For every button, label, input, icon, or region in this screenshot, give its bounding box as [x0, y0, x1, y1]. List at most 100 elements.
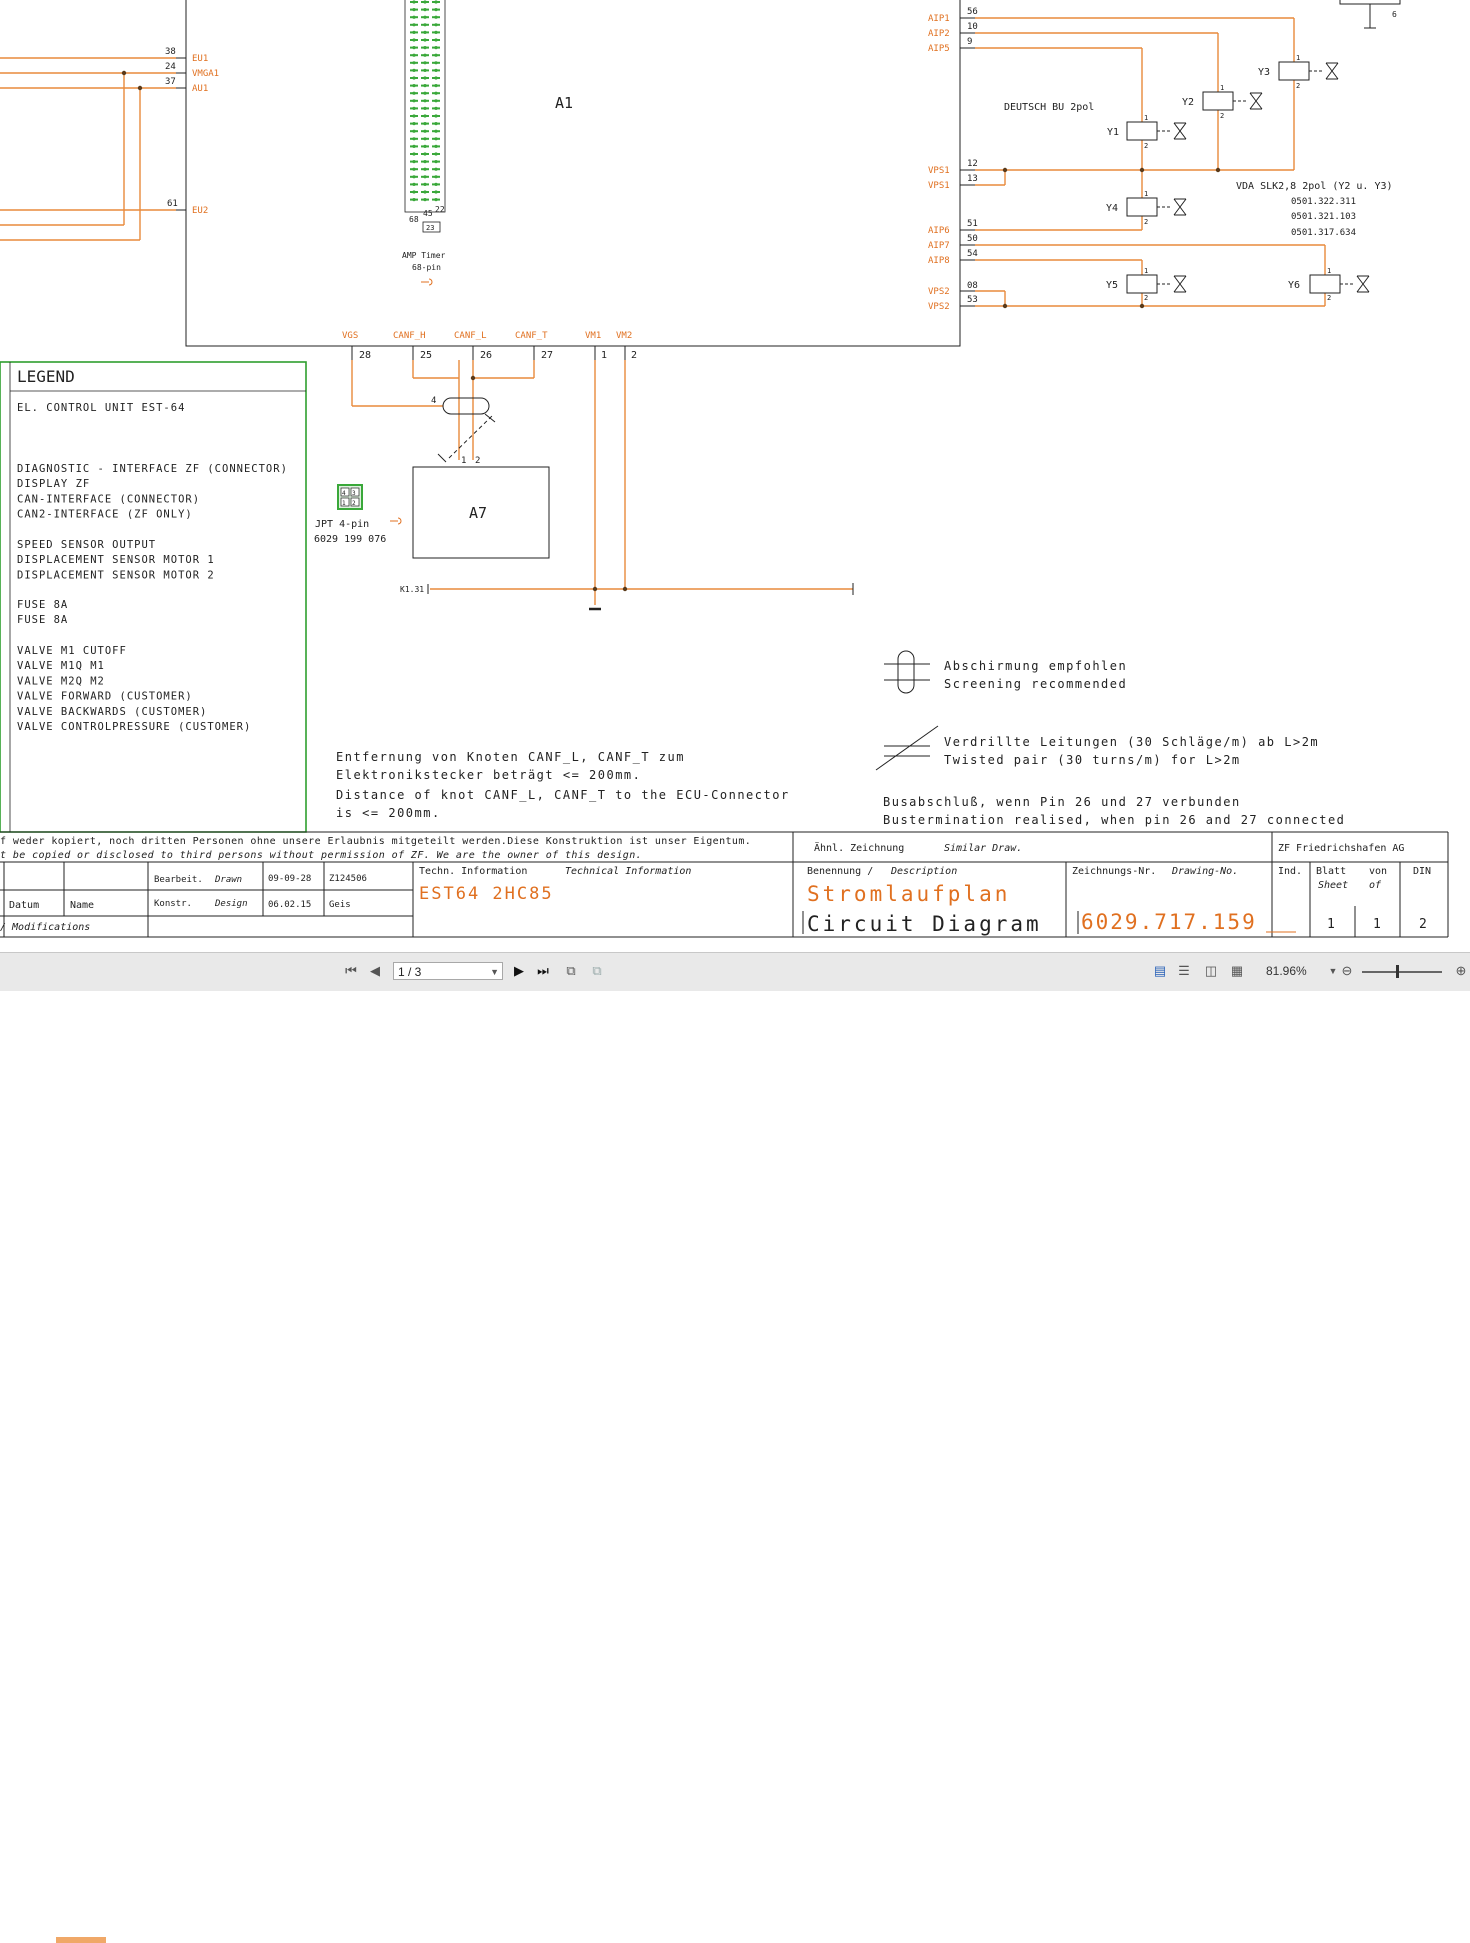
legend-item: DISPLACEMENT SENSOR MOTOR 2 — [17, 569, 215, 581]
connector-pin-dot — [434, 137, 438, 141]
valve-pin: 2 — [1144, 142, 1148, 150]
a7-pin-1: 1 — [461, 456, 466, 466]
pin-num-24: 24 — [165, 62, 176, 72]
note-distance-de-2: Elektronikstecker beträgt <= 200mm. — [336, 768, 641, 782]
pin-label-canf-l: CANF_L — [454, 331, 487, 341]
valve-pin: 1 — [1327, 267, 1331, 275]
chevron-down-icon[interactable]: ▼ — [490, 967, 499, 977]
first-page-icon[interactable]: ⏮ — [345, 963, 357, 978]
pin-label-vm1: VM1 — [585, 331, 601, 341]
connector-pin-dot — [434, 30, 438, 34]
similar-drawing-en: Similar Draw. — [944, 843, 1022, 854]
part-number: 0501.317.634 — [1291, 228, 1356, 238]
legend-item: FUSE 8A — [17, 599, 68, 611]
pin-label-vps2-a: VPS2 — [928, 287, 950, 297]
pin-num-51: 51 — [967, 219, 978, 229]
facing-view-icon[interactable]: ◫ — [1204, 963, 1218, 978]
can-wiring — [351, 360, 854, 611]
legend-item: DIAGNOSTIC - INTERFACE ZF (CONNECTOR) — [17, 463, 288, 475]
copy-icon[interactable]: ⧉ — [566, 963, 576, 978]
twisted-pair-symbol-icon — [875, 725, 939, 771]
connector-pin-dot — [412, 114, 416, 118]
last-page-icon[interactable]: ⏭ — [537, 963, 549, 978]
twisted-pair-pin: 4 — [431, 396, 436, 406]
continuous-view-icon[interactable]: ☰ — [1178, 963, 1190, 978]
connector-pin-dot — [434, 8, 438, 12]
datum-label: Datum — [9, 900, 39, 911]
connector-pin-dot — [423, 91, 427, 95]
drawn-label: Drawn — [214, 875, 242, 885]
connector-pin-dot — [423, 167, 427, 171]
partial-component — [1339, 0, 1401, 29]
valve-label-y6: Y6 — [1288, 280, 1300, 291]
bottom-pins — [351, 346, 626, 360]
connector-pin-dot — [434, 122, 438, 126]
zoom-out-icon[interactable]: ⊖ — [1341, 963, 1353, 978]
valve-pin: 1 — [1296, 54, 1300, 62]
pin-num-27: 27 — [541, 350, 553, 361]
continuous-facing-icon[interactable]: ▦ — [1230, 963, 1244, 978]
valve-label-y3: Y3 — [1258, 67, 1270, 78]
connector-pin-22: 22 — [435, 205, 445, 214]
single-page-view-icon[interactable]: ▤ — [1153, 963, 1167, 978]
connector-pin-dot — [412, 190, 416, 194]
pin-num-54: 54 — [967, 249, 978, 259]
connector-pin-dot — [434, 84, 438, 88]
drawn-name: Z124506 — [329, 874, 367, 884]
connector-pin-dot — [412, 137, 416, 141]
techn-info-value: EST64 2HC85 — [419, 884, 554, 904]
connector-pin-dot — [412, 167, 416, 171]
unit-a7-label: A7 — [469, 504, 487, 522]
connector-pin-count: 68-pin — [412, 263, 441, 272]
connector-pin-dot — [412, 68, 416, 72]
valve-y2 — [1202, 91, 1263, 111]
pin-label-canf-t: CANF_T — [515, 331, 548, 341]
horizontal-scrollbar[interactable] — [56, 1937, 106, 1943]
din-label: DIN — [1413, 866, 1431, 877]
zeichnung-de: Zeichnungs-Nr. — [1072, 866, 1156, 877]
zoom-dropdown-icon[interactable]: ▼ — [1328, 966, 1338, 976]
pin-label-vps1-a: VPS1 — [928, 166, 950, 176]
connector-pin-dot — [423, 190, 427, 194]
connector-pin-dot — [434, 46, 438, 50]
connector-pin-dot — [423, 106, 427, 110]
zoom-in-icon[interactable]: ⊕ — [1455, 963, 1467, 978]
connector-pin-dot — [423, 15, 427, 19]
a7-pin-2: 2 — [475, 456, 480, 466]
previous-page-icon[interactable]: ◀ — [370, 963, 380, 978]
connector-pin-dot — [434, 38, 438, 42]
jpt-pin: 4 — [342, 490, 346, 497]
connector-pin-dot — [434, 23, 438, 27]
connector-pin-dot — [434, 198, 438, 202]
connector-pin-dot — [434, 15, 438, 19]
legend-item: CAN-INTERFACE (CONNECTOR) — [17, 493, 200, 505]
connector-symbol-icon — [421, 278, 433, 286]
connector-pin-dot — [423, 152, 427, 156]
ground-label: K1.31 — [400, 585, 424, 594]
connector-pin-dot — [423, 61, 427, 65]
connector-pin-dot — [412, 84, 416, 88]
connector-pin-dot — [412, 152, 416, 156]
left-wires — [0, 57, 186, 241]
zoom-level[interactable]: 81.96% — [1266, 964, 1307, 978]
connector-pin-dot — [423, 99, 427, 103]
page-number-input[interactable]: 1 / 3 ▼ — [393, 962, 503, 980]
pin-num-25: 25 — [420, 350, 432, 361]
legend-item: VALVE FORWARD (CUSTOMER) — [17, 691, 193, 703]
paste-icon[interactable]: ⧉ — [592, 963, 602, 978]
legend-item: VALVE M1Q M1 — [17, 660, 105, 672]
copyright-en: t be copied or disclosed to third person… — [0, 850, 642, 861]
pin-num-53: 53 — [967, 295, 978, 305]
valve-label-y1: Y1 — [1107, 127, 1119, 138]
zoom-slider-thumb[interactable] — [1396, 965, 1399, 978]
legend-item: DISPLAY ZF — [17, 478, 90, 490]
pin-label-vgs: VGS — [342, 331, 358, 341]
connector-pin-dot — [423, 8, 427, 12]
zoom-slider[interactable] — [1362, 971, 1442, 973]
pin-num-12: 12 — [967, 159, 978, 169]
copyright-de: f weder kopiert, noch dritten Personen o… — [0, 836, 751, 847]
part-number: 0501.321.103 — [1291, 212, 1356, 222]
connector-pin-dot — [434, 175, 438, 179]
legend-item: VALVE M1 CUTOFF — [17, 645, 127, 657]
next-page-icon[interactable]: ▶ — [514, 963, 524, 978]
